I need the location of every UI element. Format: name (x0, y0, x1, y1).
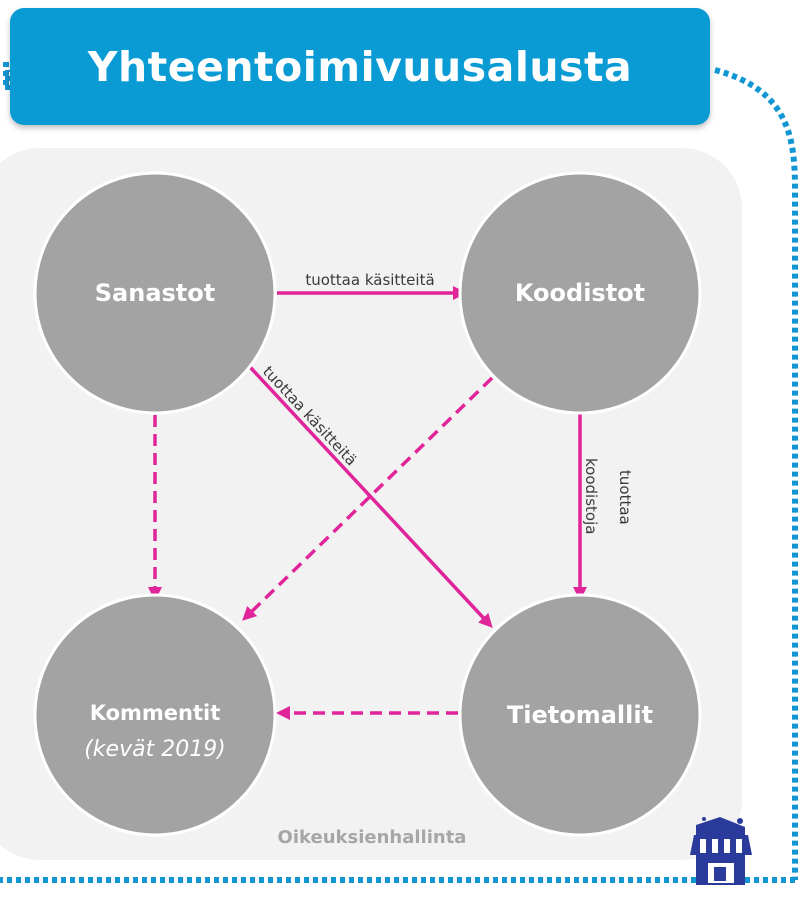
node-tietomallit-label: Tietomallit (507, 701, 653, 729)
logo-icon (690, 817, 752, 885)
edge-label-koodistot-tietomallit-line1: tuottaa (616, 470, 634, 525)
edge-label-koodistot-tietomallit-line2: koodistoja (582, 458, 600, 534)
edge-label-sanastot-koodistot: tuottaa käsitteitä (305, 271, 434, 289)
title-banner: Yhteentoimivuusalusta (10, 8, 710, 125)
node-sanastot: Sanastot (33, 171, 277, 415)
node-sanastot-label: Sanastot (95, 279, 215, 307)
node-koodistot: Koodistot (458, 171, 702, 415)
node-kommentit-label: Kommentit (90, 701, 221, 725)
node-koodistot-label: Koodistot (515, 279, 645, 307)
node-tietomallit: Tietomallit (458, 593, 702, 837)
node-kommentit: Kommentit (kevät 2019) (33, 593, 277, 837)
arrow-sanastot-tietomallit (248, 365, 493, 628)
page-title: Yhteentoimivuusalusta (87, 42, 633, 91)
arrow-koodistot-kommentit (242, 376, 494, 621)
panel-label: Oikeuksienhallinta (278, 827, 467, 848)
node-kommentit-sublabel: (kevät 2019) (84, 737, 226, 762)
